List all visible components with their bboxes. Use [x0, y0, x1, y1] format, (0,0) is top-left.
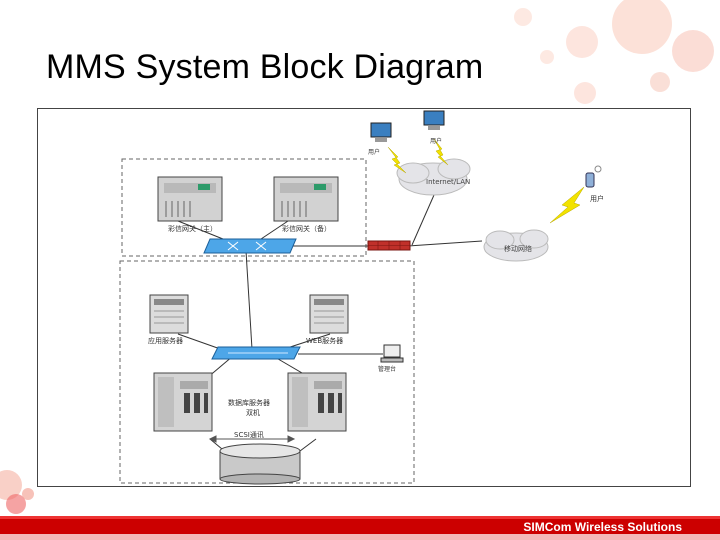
app-server-icon: [149, 294, 189, 334]
internet-label: Internet/LAN: [426, 178, 470, 186]
user-label-a: 用户: [368, 148, 380, 156]
footer-bar: SIMCom Wireless Solutions: [0, 516, 720, 537]
decor-bubble: [612, 0, 672, 54]
footer-strip: [0, 534, 720, 540]
db-server-sub-label: 双机: [246, 408, 260, 417]
slide-title: MMS System Block Diagram: [46, 48, 484, 86]
gateway-enclosure: [121, 158, 367, 257]
user-pc-icon: [423, 110, 445, 130]
user-pc-icon: [370, 122, 392, 142]
db-server-icon: [153, 372, 213, 432]
diagram-frame: Internet/LAN 移动网络 用户 用户 用户: [37, 108, 691, 487]
footer-brand: SIMCom Wireless Solutions: [523, 520, 682, 534]
decor-bubble: [650, 72, 670, 92]
web-server-icon: [309, 294, 349, 334]
gateway-primary-label: 彩信网关（主）: [168, 224, 217, 233]
access-switch-icon: [211, 346, 301, 360]
mobile-network-label: 移动网络: [504, 244, 532, 253]
lightning-icon: [549, 186, 585, 224]
db-server-icon: [287, 372, 347, 432]
scsi-arrow: [208, 435, 296, 443]
storage-array-icon: [219, 443, 301, 485]
user-label-b: 用户: [430, 137, 442, 145]
db-server-label: 数据库服务器: [228, 398, 270, 407]
decor-bubble: [574, 82, 596, 104]
decor-bubble: [566, 26, 598, 58]
core-switch-icon: [203, 238, 297, 254]
decor-bubble: [514, 8, 532, 26]
decor-bubble: [0, 470, 22, 500]
decor-bubble: [540, 50, 554, 64]
decor-bubble: [6, 494, 26, 514]
user-label: 用户: [590, 194, 604, 203]
app-server-label: 应用服务器: [148, 336, 183, 345]
mobile-network-cloud: [483, 229, 549, 262]
server-enclosure: [119, 260, 415, 484]
network-diagram: Internet/LAN 移动网络 用户 用户 用户: [119, 110, 604, 485]
gateway-primary-server-icon: [157, 176, 223, 222]
workstation-icon: [380, 344, 404, 363]
storage-link-label: SCSI通讯: [234, 430, 264, 439]
workstation-label: 管理台: [378, 365, 396, 373]
internet-cloud: [396, 158, 471, 196]
decor-bubble: [22, 488, 34, 500]
gateway-backup-server-icon: [273, 176, 339, 222]
decor-bubble: [672, 30, 714, 72]
lightning-icon: [433, 138, 449, 166]
mobile-phone-icon: [585, 165, 602, 188]
firewall-icon: [367, 240, 411, 251]
web-server-label: WEB服务器: [306, 336, 343, 345]
lightning-icon: [387, 146, 407, 174]
gateway-backup-label: 彩信网关（备）: [282, 224, 331, 233]
